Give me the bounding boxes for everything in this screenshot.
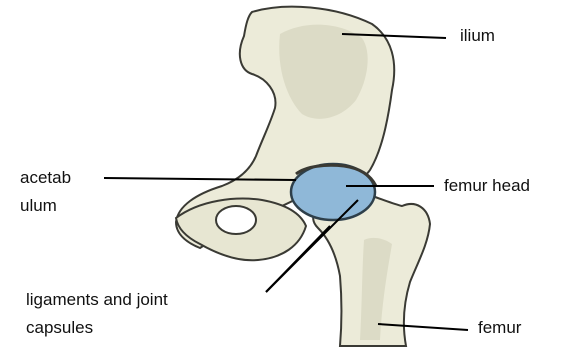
femur-label: femur — [478, 318, 521, 338]
ilium-label: ilium — [460, 26, 495, 46]
femur-head-label: femur head — [444, 176, 530, 196]
ligaments-label-line2: capsules — [26, 318, 93, 338]
acetabulum-label-line2: ulum — [20, 196, 57, 216]
ligaments-label-line1: ligaments and joint — [26, 290, 168, 310]
obturator-foramen — [216, 206, 256, 234]
acetabulum-label-line1: acetab — [20, 168, 71, 188]
